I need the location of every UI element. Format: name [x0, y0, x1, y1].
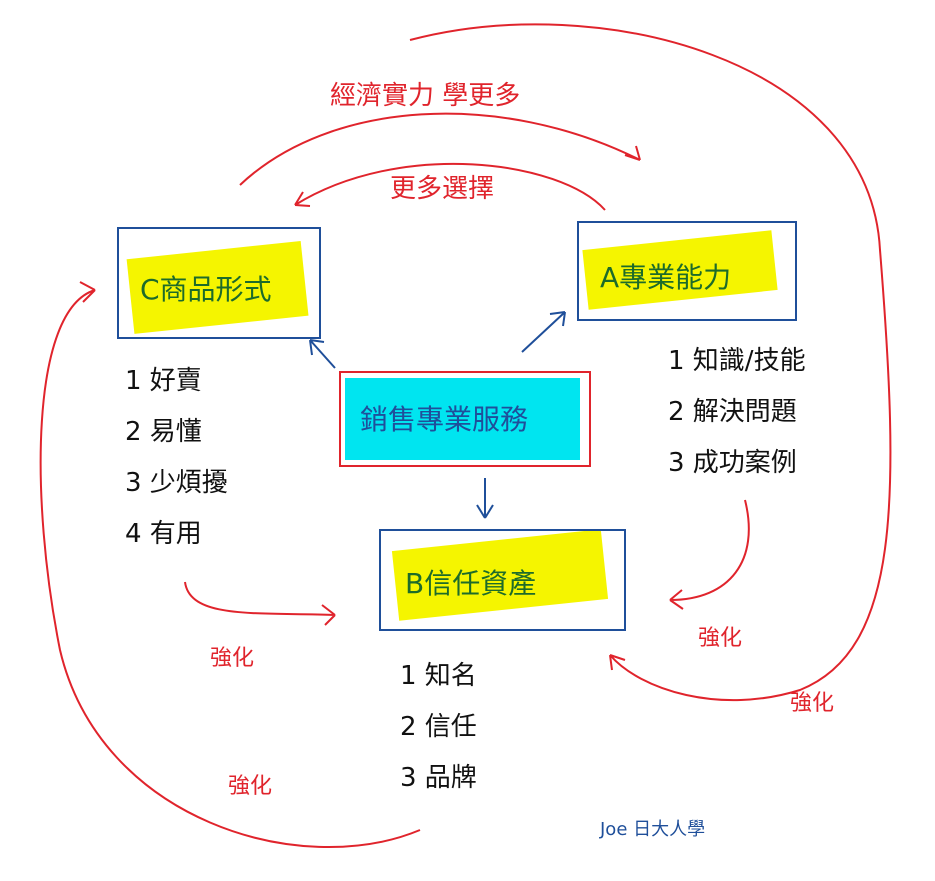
b-box [379, 529, 626, 631]
inner-arc-label: 更多選擇 [390, 174, 495, 204]
c-list: 1 好賣 2 易懂 3 少煩擾 4 有用 [125, 360, 228, 564]
center-highlight [345, 378, 580, 460]
list-item: 1 知識/技能 [668, 346, 806, 376]
c-box [117, 227, 321, 339]
reinforce-label-a-b: 強化 [698, 626, 743, 651]
reinforce-label-left-loop: 強化 [228, 774, 273, 799]
a-box [577, 221, 797, 321]
c-highlight [126, 241, 309, 334]
center-box-label: 銷售專業服務 [360, 403, 529, 436]
a-box-label: A專業能力 [600, 261, 732, 294]
reinforce-label-right-loop: 強化 [790, 691, 835, 716]
center-box [339, 371, 591, 467]
arrow-to-a [521, 311, 566, 353]
arrow-to-c [309, 339, 336, 369]
left-loop [39, 281, 421, 849]
outer-top-arc [239, 112, 641, 186]
list-item: 2 易懂 [125, 417, 202, 447]
c-box-label: C商品形式 [140, 273, 272, 306]
b-box-label: B信任資產 [405, 567, 537, 600]
list-item: 4 有用 [125, 519, 202, 549]
a-to-b-arrow [669, 499, 750, 610]
arrow-to-b [476, 478, 494, 519]
b-highlight [391, 529, 609, 621]
list-item: 3 少煩擾 [125, 468, 228, 498]
list-item: 3 成功案例 [668, 448, 797, 478]
list-item: 2 信任 [400, 712, 477, 742]
list-item: 3 品牌 [400, 763, 477, 793]
signature: Joe 日大人學 [600, 819, 706, 840]
list-item: 1 好賣 [125, 366, 202, 396]
list-item: 1 知名 [400, 661, 477, 691]
outer-arc-label: 經濟實力 學更多 [330, 81, 521, 111]
a-highlight [582, 230, 778, 310]
big-right-loop [409, 23, 892, 702]
list-item: 2 解決問題 [668, 397, 797, 427]
inner-top-arc [294, 162, 606, 211]
a-list: 1 知識/技能 2 解決問題 3 成功案例 [668, 340, 806, 493]
b-list: 1 知名 2 信任 3 品牌 [400, 655, 477, 808]
reinforce-label-c-b: 強化 [210, 646, 255, 671]
c-to-b-arrow [184, 581, 336, 626]
